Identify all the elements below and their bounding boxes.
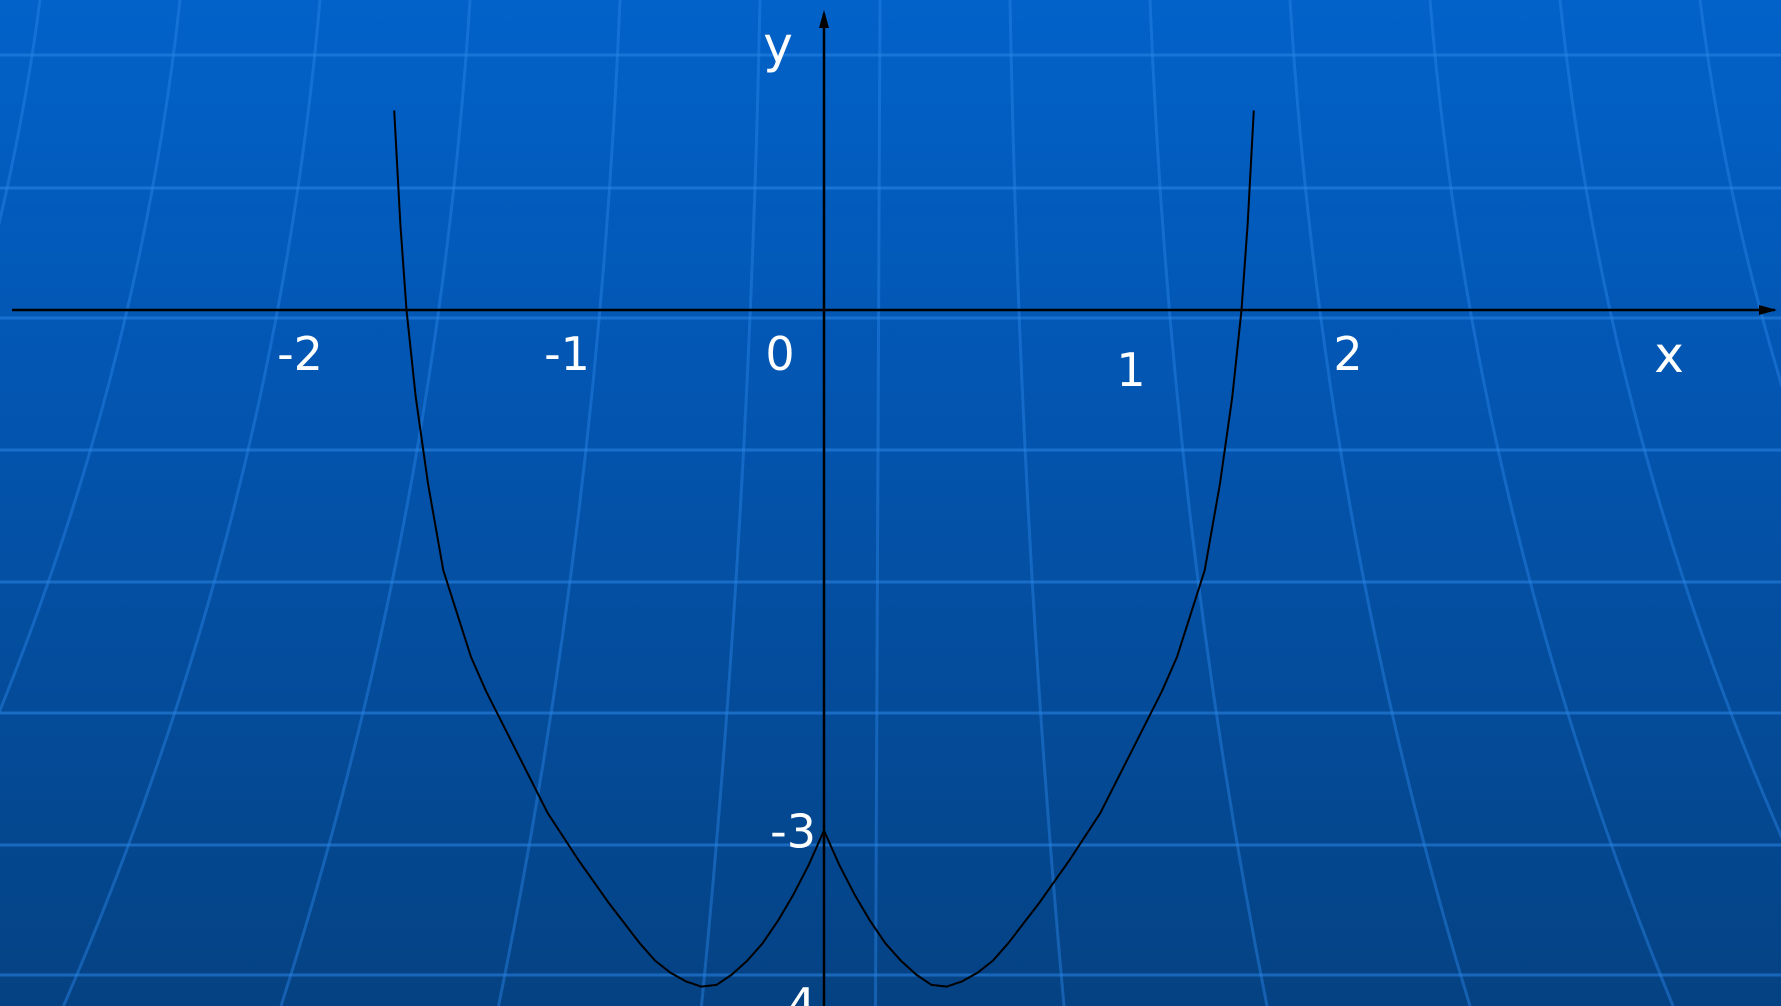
grid-curve-line (0, 0, 42, 226)
x-axis-arrow (1759, 305, 1777, 315)
curve (393, 110, 1255, 988)
x-tick-label: 1 (1116, 343, 1145, 397)
series-line-0 (393, 110, 1255, 988)
grid-curve-line (1008, 0, 1066, 1006)
y-axis-arrow (819, 10, 829, 28)
labels: -2 -1 0 1 2 -3 -4 x y (277, 16, 1684, 1006)
grid-curve-line (874, 0, 882, 1006)
grid-curve-line (497, 0, 622, 1006)
grid-curve-line (700, 0, 762, 1006)
grid-curve-line (1558, 0, 1781, 840)
axes (12, 10, 1777, 1006)
x-tick-label: -2 (277, 327, 323, 381)
grid-curve-line (0, 0, 182, 715)
grid-curve-line (1288, 0, 1472, 1006)
grid-curve-line (1148, 0, 1269, 1006)
x-axis-label: x (1654, 326, 1684, 384)
x-tick-label: 0 (765, 327, 794, 381)
grid-curve-line (279, 0, 472, 1006)
grid-curve-line (1698, 0, 1781, 389)
x-tick-label: -1 (544, 327, 590, 381)
y-tick-label: -4 (770, 978, 816, 1006)
grid-curve-line (62, 0, 322, 1006)
grid-curve-line (1428, 0, 1675, 1006)
y-tick-label: -3 (770, 805, 816, 859)
y-axis-label: y (763, 16, 793, 74)
x-tick-label: 2 (1333, 327, 1362, 381)
